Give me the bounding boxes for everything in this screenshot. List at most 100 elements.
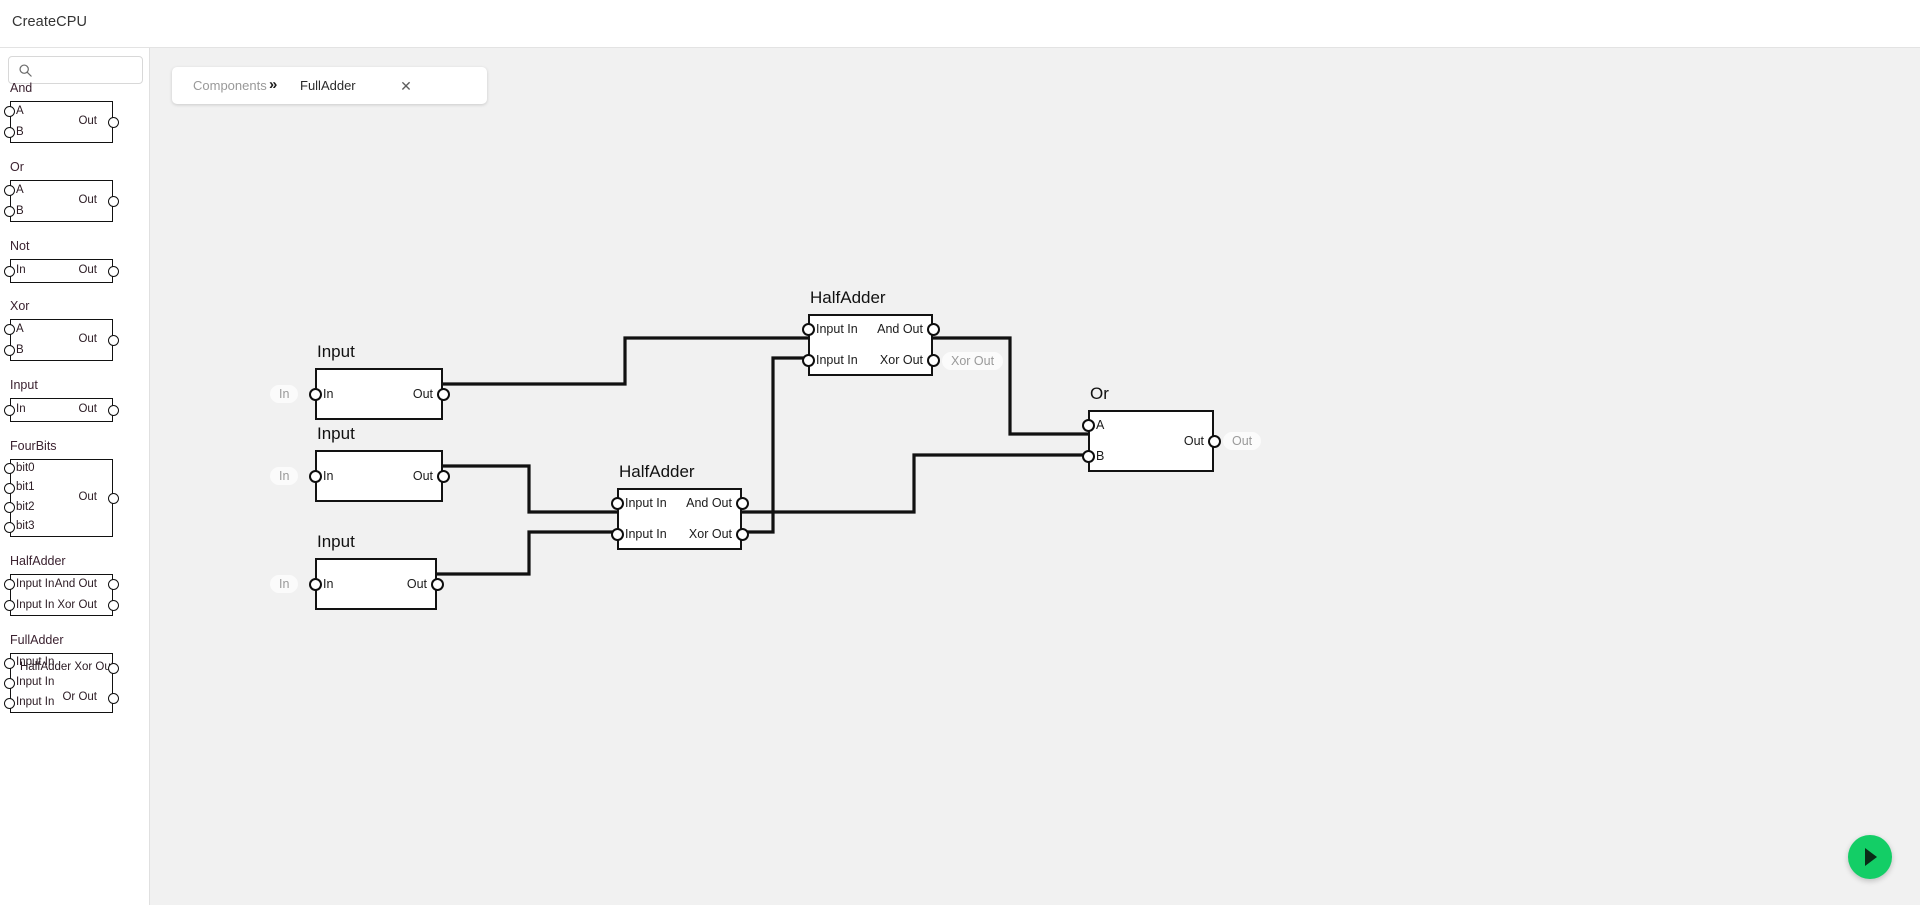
palette-input-pin[interactable] [4, 463, 15, 475]
node-input-pin[interactable] [308, 387, 322, 401]
palette-input-pin[interactable] [4, 579, 15, 590]
palette-input-pin[interactable] [4, 324, 15, 335]
node-output-pin[interactable] [926, 323, 940, 336]
palette-output-pin[interactable] [107, 404, 119, 416]
node-output-pin[interactable] [436, 387, 450, 401]
node-output-pin[interactable] [436, 469, 450, 483]
palette-item-body[interactable] [10, 319, 113, 361]
palette-input-pin[interactable] [4, 127, 15, 138]
palette-input-pin[interactable] [4, 265, 15, 277]
palette-input-label: A [16, 104, 24, 117]
palette-item-label: Xor [10, 299, 30, 313]
app-title: CreateCPU [12, 14, 88, 30]
canvas-node-title: Input [317, 342, 355, 361]
node-input-pin[interactable] [308, 469, 322, 483]
wire-input1-to-halfadder-top [441, 336, 810, 386]
search-field-wrapper[interactable] [8, 56, 143, 84]
editor-tab[interactable]: Components » FullAdder ✕ [172, 67, 487, 104]
node-input-label: Input In [625, 496, 667, 510]
palette-input-label: Input In [16, 676, 55, 688]
node-output-pin[interactable] [926, 354, 940, 367]
palette-output-pin[interactable] [107, 579, 119, 590]
node-output-label: Xor Out [688, 527, 732, 541]
palette-item-label: And [10, 81, 33, 95]
palette-output-label: Out [78, 403, 97, 415]
node-input-pin[interactable] [1081, 450, 1095, 463]
palette-input-pin[interactable] [4, 502, 15, 514]
canvas-node-body[interactable] [617, 488, 742, 550]
node-output-pin[interactable] [1207, 434, 1221, 448]
palette-input-pin[interactable] [4, 657, 15, 669]
palette-item-body[interactable] [10, 180, 113, 222]
node-output-pin[interactable] [430, 577, 444, 591]
palette-input-pin[interactable] [4, 600, 15, 611]
node-output-pin[interactable] [735, 497, 749, 510]
wire-hab-and-to-or-b [740, 453, 1090, 514]
palette-item-body[interactable] [10, 653, 113, 713]
palette-output-label: And Out [54, 577, 97, 590]
palette-output-pin[interactable] [107, 692, 119, 704]
palette-output-pin[interactable] [107, 492, 119, 504]
palette-input-pin[interactable] [4, 345, 15, 356]
palette-input-pin[interactable] [4, 404, 15, 416]
palette-output-pin[interactable] [107, 334, 119, 346]
node-input-pin[interactable] [801, 323, 815, 336]
canvas-node-body[interactable] [315, 558, 437, 610]
palette-item-label: FullAdder [10, 633, 64, 647]
canvas-node-body[interactable] [1088, 410, 1214, 472]
node-input-label: Input In [816, 353, 858, 367]
palette-item-body[interactable] [10, 574, 113, 616]
close-icon[interactable]: ✕ [400, 78, 412, 94]
node-input-pin[interactable] [801, 354, 815, 367]
top-bar: CreateCPU [0, 0, 1920, 48]
node-input-pin[interactable] [308, 577, 322, 591]
palette-item-body[interactable] [10, 459, 113, 537]
canvas-node-body[interactable] [315, 368, 443, 420]
palette-input-label: bit3 [16, 520, 35, 533]
palette-input-pin[interactable] [4, 482, 15, 494]
palette-output-label: Out [78, 491, 97, 503]
node-input-pin[interactable] [1081, 419, 1095, 432]
node-output-pin-tooltip: Out [1223, 432, 1262, 450]
palette-input-label: bit2 [16, 500, 35, 513]
palette-input-label: bit1 [16, 481, 35, 494]
palette-input-label: Input In [16, 577, 55, 590]
palette-input-label: A [16, 183, 24, 196]
canvas-node-body[interactable] [808, 314, 933, 376]
palette-input-pin[interactable] [4, 697, 15, 709]
wire-layer [435, 336, 1090, 576]
palette-input-label: Input In [16, 656, 55, 668]
node-input-pin[interactable] [610, 528, 624, 541]
palette-input-pin[interactable] [4, 206, 15, 217]
search-input[interactable] [37, 57, 141, 83]
run-button[interactable] [1848, 835, 1892, 879]
node-input-pin[interactable] [610, 497, 624, 510]
palette-item-body[interactable] [10, 101, 113, 143]
palette-input-label: In [16, 264, 26, 276]
palette-item-label: Not [10, 239, 30, 253]
palette-item-body[interactable] [10, 398, 113, 422]
palette-input-pin[interactable] [4, 106, 15, 117]
node-output-pin[interactable] [735, 528, 749, 541]
palette-input-pin[interactable] [4, 185, 15, 196]
palette-output-label: Xor Out [57, 598, 97, 611]
breadcrumb-root[interactable]: Components [193, 78, 267, 93]
palette-output-pin[interactable] [107, 600, 119, 611]
node-input-label: Input In [625, 527, 667, 541]
palette-input-pin[interactable] [4, 521, 15, 533]
palette-output-pin[interactable] [107, 265, 119, 277]
palette-output-pin[interactable] [107, 116, 119, 128]
palette-output-pin[interactable] [107, 195, 119, 207]
node-input-label: B [1096, 449, 1105, 463]
canvas-node-title: Input [317, 532, 355, 551]
palette-input-pin[interactable] [4, 677, 15, 689]
palette-item-label: HalfAdder [10, 554, 66, 568]
palette-output-pin[interactable] [107, 662, 119, 674]
